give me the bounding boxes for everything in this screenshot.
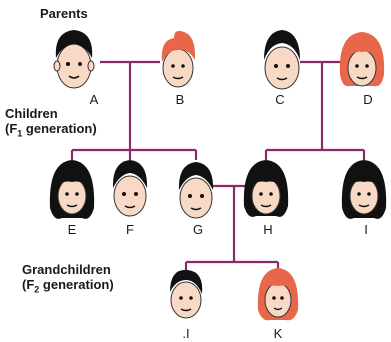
person-e-face — [49, 160, 95, 219]
children-label-line1: Children — [5, 106, 58, 121]
person-label-j: .I — [182, 326, 190, 341]
grandchildren-label-suffix: generation) — [39, 277, 114, 292]
person-a-face — [53, 30, 95, 89]
person-j-face — [170, 269, 203, 319]
person-label-b: B — [175, 92, 185, 107]
parents-label: Parents — [40, 6, 88, 21]
children-label-subscript: 1 — [17, 128, 23, 139]
person-label-i: I — [364, 222, 368, 237]
grandchildren-label: Grandchildren (F2 generation) — [22, 262, 114, 298]
children-label-prefix: (F — [5, 121, 18, 136]
children-label-suffix: generation) — [22, 121, 97, 136]
person-label-h: H — [263, 222, 273, 237]
person-b-face — [161, 30, 196, 88]
person-label-f: F — [126, 222, 134, 237]
children-label: Children (F1 generation) — [5, 106, 97, 142]
person-i-face — [341, 160, 387, 219]
person-d-face — [339, 32, 385, 87]
person-label-k: K — [273, 326, 283, 341]
person-f-face — [112, 160, 148, 217]
person-k-face — [257, 268, 299, 321]
person-label-g: G — [192, 222, 204, 237]
person-h-face — [243, 160, 289, 217]
person-label-d: D — [363, 92, 373, 107]
children-label-line2: (F1 generation) — [5, 121, 97, 142]
person-label-e: E — [67, 222, 77, 237]
grandchildren-label-prefix: (F — [22, 277, 35, 292]
grandchildren-label-subscript: 2 — [34, 284, 40, 295]
person-label-a: A — [89, 92, 99, 107]
person-label-c: C — [275, 92, 285, 107]
person-c-face — [264, 30, 300, 90]
person-g-face — [178, 162, 214, 219]
grandchildren-label-line2: (F2 generation) — [22, 277, 114, 298]
grandchildren-label-line1: Grandchildren — [22, 262, 111, 277]
